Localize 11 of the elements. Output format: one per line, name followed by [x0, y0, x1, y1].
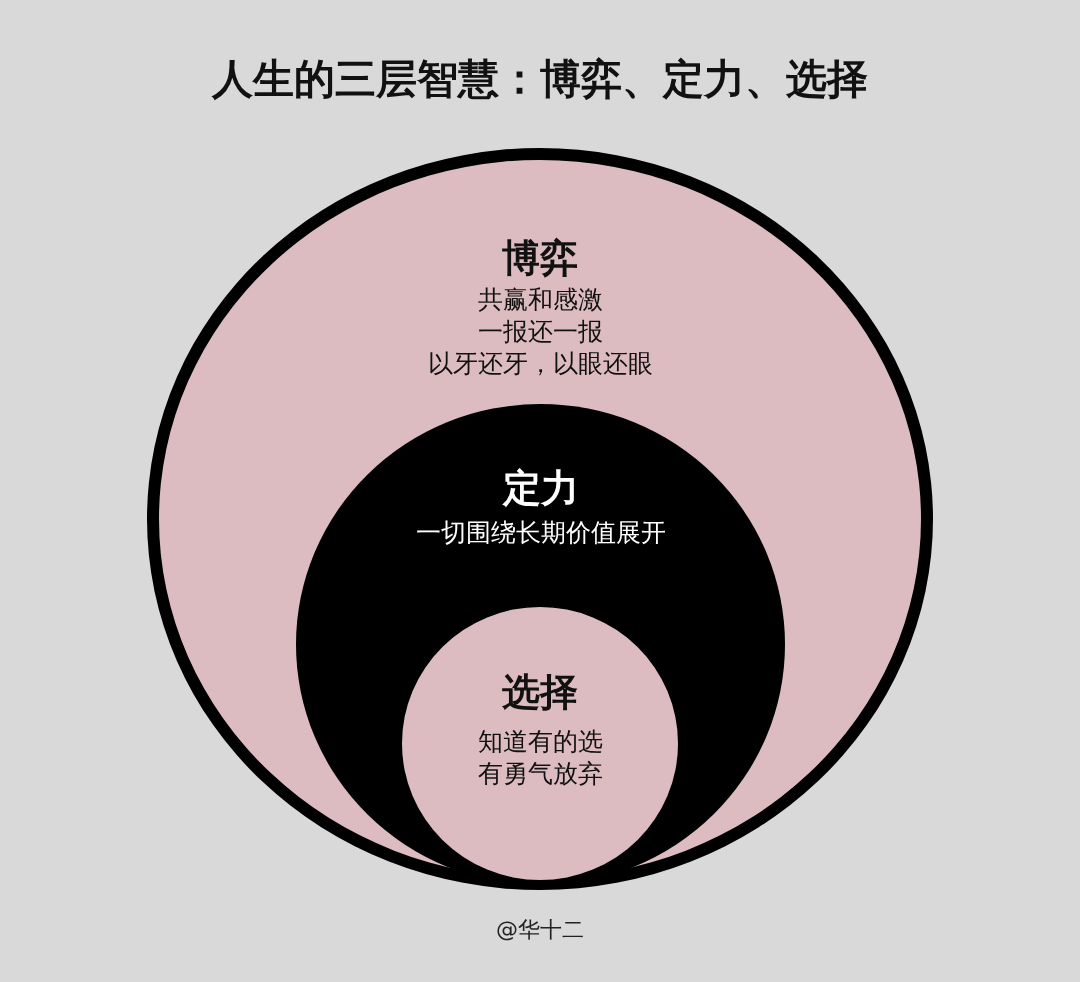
circle-text: 知道有的选 — [477, 727, 603, 757]
author-credit: @华十二 — [496, 916, 584, 944]
circle-text: 一切围绕长期价值展开 — [415, 518, 666, 548]
circle-text: 以牙还牙，以眼还眼 — [427, 349, 653, 379]
circle-heading: 选择 — [502, 669, 578, 715]
circle-text: 有勇气放弃 — [477, 759, 603, 789]
circle-text: 一报还一报 — [477, 317, 603, 347]
circle-heading: 博弈 — [502, 235, 578, 281]
title: 人生的三层智慧：博弈、定力、选择 — [212, 55, 868, 105]
circle-heading: 定力 — [502, 465, 579, 511]
circle-text: 共赢和感激 — [477, 285, 603, 315]
